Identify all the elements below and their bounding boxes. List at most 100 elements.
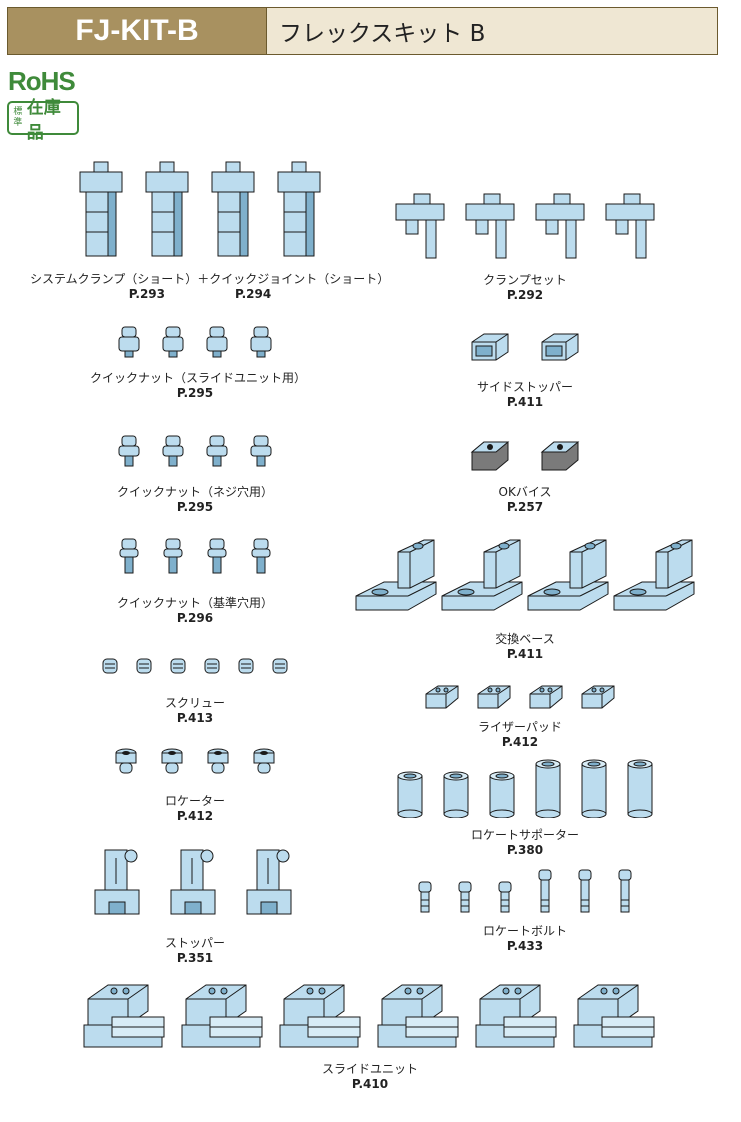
product-name: フレックスキット B — [267, 8, 717, 54]
stock-small-2: 準 — [13, 118, 23, 128]
exchange-base-icon — [527, 539, 609, 611]
standard-stock-badge: 標 準 在庫品 — [7, 98, 79, 143]
screw-icon — [204, 658, 220, 674]
item-label: スライドユニット — [321, 1062, 418, 1076]
item-page: P.293 — [128, 287, 165, 301]
clamp-set-icon — [605, 193, 655, 259]
locator-icon — [207, 748, 229, 774]
exchange-base-icon — [613, 539, 695, 611]
item-label: OKバイス — [498, 485, 552, 499]
system-clamp-icon — [277, 161, 321, 257]
item-quick-nut-screw: クイックナット（ネジ穴用） P.295 — [90, 432, 300, 515]
item-page: P.295 — [176, 386, 214, 400]
item-locate-bolt: ロケートボルト P.433 — [400, 866, 650, 954]
item-page: P.257 — [506, 500, 544, 514]
clamp-set-icon — [535, 193, 585, 259]
locate-bolt-icon — [498, 881, 512, 913]
item-label: 交換ベース — [495, 632, 555, 646]
quick-nut-icon — [206, 326, 228, 358]
item-label: サイドストッパー — [476, 380, 573, 394]
item-label: クイックナット（スライドユニット用） — [90, 371, 307, 385]
quick-nut-icon — [250, 435, 272, 467]
item-page: P.413 — [176, 711, 214, 725]
quick-nut-icon — [118, 326, 140, 358]
screw-icon — [170, 658, 186, 674]
slide-unit-icon — [181, 984, 263, 1048]
item-screw: スクリュー P.413 — [80, 655, 310, 726]
screw-icon — [136, 658, 152, 674]
item-locate-supporter: ロケートサポーター P.380 — [385, 756, 665, 858]
quick-nut-icon — [251, 538, 271, 574]
rohs-badge: RoHS — [8, 66, 76, 96]
locator-icon — [253, 748, 275, 774]
quick-nut-icon — [207, 538, 227, 574]
exchange-base-icon — [355, 539, 437, 611]
slide-unit-icon — [279, 984, 361, 1048]
screw-icon — [102, 658, 118, 674]
item-label: ロケートボルト — [482, 924, 567, 938]
locate-supporter-icon — [581, 759, 607, 818]
item-label: システムクランプ（ショート）＋クイックジョイント（ショート） — [30, 272, 390, 286]
item-quick-nut-slide: クイックナット（スライドユニット用） P.295 — [90, 323, 307, 401]
system-clamp-icon — [145, 161, 189, 257]
quick-nut-icon — [250, 326, 272, 358]
item-exchange-base: 交換ベース P.411 — [350, 534, 700, 662]
item-page: P.292 — [506, 288, 544, 302]
clamp-set-icon — [395, 193, 445, 259]
item-page: P.296 — [176, 611, 214, 625]
item-page: P.433 — [506, 939, 544, 953]
quick-nut-icon — [118, 435, 140, 467]
item-page: P.412 — [501, 735, 539, 749]
item-clamp-set: クランプセット P.292 — [385, 190, 665, 303]
item-label: スクリュー — [164, 696, 225, 710]
item-riser-pad: ライザーパッド P.412 — [415, 680, 625, 750]
slide-unit-icon — [573, 984, 655, 1048]
quick-nut-icon — [162, 326, 184, 358]
ok-vise-icon — [470, 441, 510, 471]
item-page: P.411 — [506, 395, 544, 409]
screw-icon — [272, 658, 288, 674]
locate-supporter-icon — [535, 759, 561, 818]
item-label: クランプセット — [483, 273, 567, 287]
stopper-icon — [246, 849, 292, 915]
quick-nut-icon — [119, 538, 139, 574]
item-page: P.295 — [176, 500, 214, 514]
system-clamp-icon — [211, 161, 255, 257]
clamp-set-icon — [465, 193, 515, 259]
stock-main-label: 在庫品 — [26, 98, 61, 143]
item-label: ライザーパッド — [478, 720, 562, 734]
locate-bolt-icon — [418, 881, 432, 913]
item-label: ロケーター — [164, 794, 225, 808]
side-stopper-icon — [541, 333, 579, 361]
item-locator: ロケーター P.412 — [90, 745, 300, 824]
ok-vise-icon — [540, 441, 580, 471]
locate-supporter-icon — [627, 759, 653, 818]
item-stopper: ストッパー P.351 — [90, 842, 300, 966]
riser-pad-icon — [477, 685, 511, 709]
stock-small-1: 標 — [13, 107, 23, 117]
item-page: P.294 — [235, 287, 272, 301]
item-slide-unit: スライドユニット P.410 — [70, 975, 670, 1092]
title-bar: FJ-KIT-B フレックスキット B — [7, 7, 718, 55]
item-label: クイックナット（基準穴用） — [116, 596, 273, 610]
item-page: P.411 — [506, 647, 544, 661]
item-side-stopper: サイドストッパー P.411 — [445, 328, 605, 410]
system-clamp-icon — [79, 161, 123, 257]
item-label: ロケートサポーター — [470, 828, 579, 842]
riser-pad-icon — [581, 685, 615, 709]
screw-icon — [238, 658, 254, 674]
riser-pad-icon — [425, 685, 459, 709]
item-page: P.351 — [176, 951, 214, 965]
item-system-clamp: システムクランプ（ショート）＋クイックジョイント（ショート） P.293 P.29… — [30, 158, 390, 302]
locate-bolt-icon — [618, 869, 632, 913]
item-quick-nut-ref: クイックナット（基準穴用） P.296 — [90, 535, 300, 626]
item-page: P.410 — [351, 1077, 389, 1091]
item-label: ストッパー — [164, 936, 225, 950]
locate-bolt-icon — [538, 869, 552, 913]
quick-nut-icon — [162, 435, 184, 467]
locate-supporter-icon — [397, 771, 423, 818]
riser-pad-icon — [529, 685, 563, 709]
locate-supporter-icon — [489, 771, 515, 818]
quick-nut-icon — [163, 538, 183, 574]
item-ok-vise: OKバイス P.257 — [445, 438, 605, 515]
